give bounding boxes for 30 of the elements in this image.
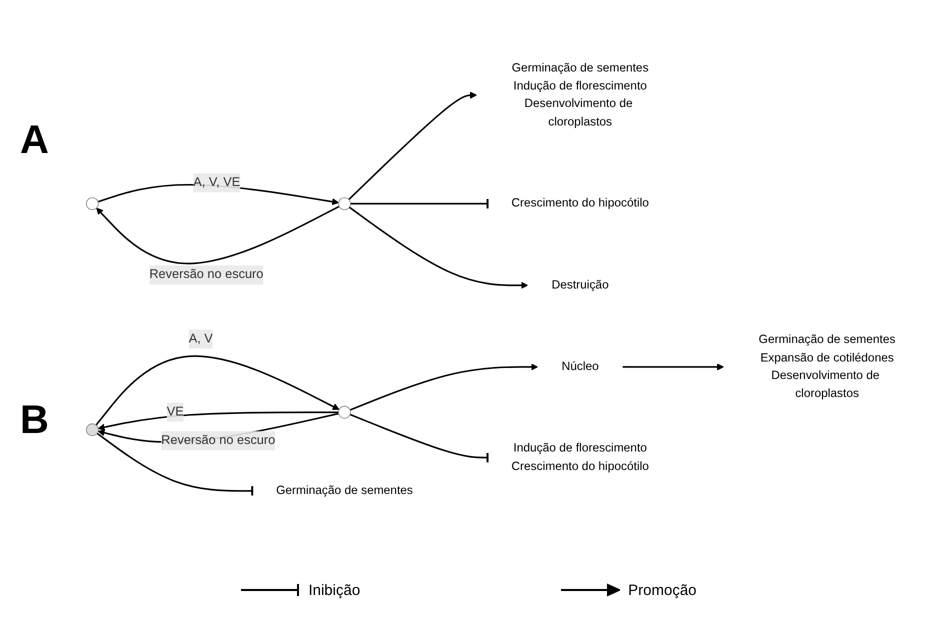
connector bbox=[350, 414, 489, 464]
arrow bbox=[348, 92, 477, 200]
node-circle bbox=[86, 198, 99, 210]
node-text: Crescimento do hipocótilo bbox=[511, 196, 649, 210]
node-text: Núcleo bbox=[562, 360, 599, 374]
node-circle bbox=[338, 406, 351, 420]
node-circle bbox=[338, 198, 351, 210]
arrow bbox=[98, 412, 339, 432]
connector bbox=[350, 198, 489, 210]
edge-label: Reversão no escuro bbox=[149, 268, 264, 282]
edge-label: Reversão no escuro bbox=[161, 434, 276, 448]
edge-label: A, V bbox=[188, 332, 213, 346]
connector bbox=[96, 433, 254, 498]
node-circle bbox=[86, 424, 99, 437]
arrow bbox=[350, 364, 538, 412]
edge-label: A, V, VE bbox=[193, 176, 240, 190]
node-text: Germinação de sementes Expansão de cotilédones Desenvolvimento de cloroplastos bbox=[758, 333, 896, 400]
edge-label: VE bbox=[166, 405, 184, 420]
panel-letter: B bbox=[20, 398, 50, 442]
arrow bbox=[95, 356, 340, 426]
legend-text: Promoção bbox=[628, 582, 697, 598]
node-text: Destruição bbox=[552, 278, 609, 292]
arrow bbox=[348, 206, 528, 290]
panel-letter: A bbox=[20, 118, 50, 162]
node-text: Germinação de sementes Indução de florescimento Desenvolvimento de cloroplastos bbox=[512, 61, 649, 129]
arrow bbox=[96, 206, 340, 265]
node-text: Germinação de sementes bbox=[276, 484, 413, 498]
node-text: Indução de florescimento Crescimento do hipocótilo bbox=[511, 442, 649, 474]
legend-text: Inibição bbox=[308, 582, 360, 598]
arrow bbox=[622, 364, 724, 371]
